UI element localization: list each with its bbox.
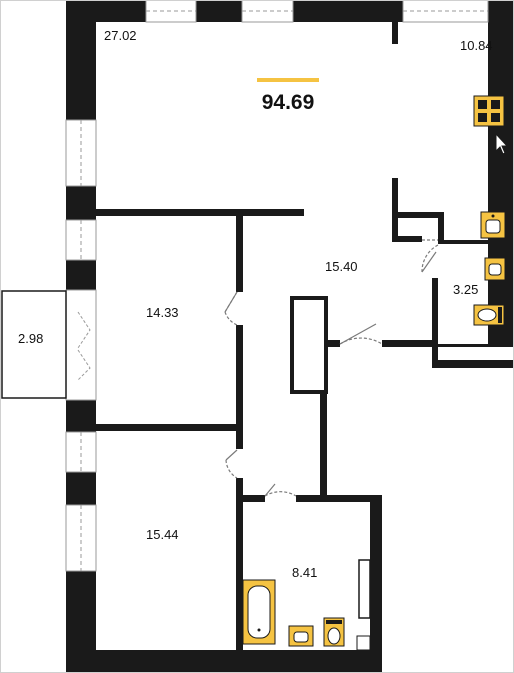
door-bathroom [264,491,297,497]
room-area-balcony: 2.98 [18,331,44,346]
window [65,431,97,473]
windows-left [65,119,97,572]
room-area-hall: 15.40 [325,259,358,274]
wall [243,495,265,502]
balcony-outline [1,290,67,399]
wall [236,478,243,650]
total-area-value: 94.69 [261,91,315,114]
cursor-icon [495,132,509,155]
bathroom-cabinet [358,559,371,619]
door-bedroom-2 [225,459,238,479]
outer-walls [66,0,514,673]
window [65,289,97,401]
toilet-icon [323,617,345,647]
wall [370,495,382,672]
room-area-bathroom: 8.41 [292,565,318,580]
sink-icon [480,211,506,239]
total-area-block: 94.69 [250,78,326,115]
wall [96,424,243,431]
drain-fixture [356,635,371,651]
wall [432,360,514,368]
wall [398,212,444,218]
sink-icon [484,257,506,281]
balcony-door [77,311,91,381]
wall [196,0,242,22]
wall [432,278,438,368]
door-wc [421,244,439,273]
room-area-kitchen: 10.84 [460,38,493,53]
room-area-bedroom-1: 14.33 [146,305,179,320]
bathtub-icon [242,579,276,645]
wall [296,495,382,502]
wall [392,178,398,240]
wall [382,340,438,347]
interior-walls [96,22,514,650]
door-entrance [339,337,383,345]
wall [66,650,380,672]
wall [438,240,488,244]
toilet-icon [473,304,505,326]
wall [320,340,340,347]
wall [66,0,146,22]
wall [236,325,243,449]
wall [488,0,514,347]
doors [224,239,439,497]
wall [392,236,422,242]
room-area-bedroom-2: 15.44 [146,527,179,542]
balcony [1,290,67,399]
room-area-wc: 3.25 [453,282,479,297]
wardrobe [290,296,328,394]
wall [438,344,506,347]
wall [96,209,304,216]
wall [392,22,398,44]
sink-icon [288,625,314,647]
windows-top [145,0,489,23]
window [65,219,97,261]
wall [236,216,243,292]
wall [488,0,514,22]
wall [438,212,444,242]
wall [293,0,403,22]
room-area-living: 27.02 [104,28,137,43]
wall [320,340,327,498]
kitchen-stove-icon [473,95,505,127]
total-area-accent-bar [257,78,319,82]
